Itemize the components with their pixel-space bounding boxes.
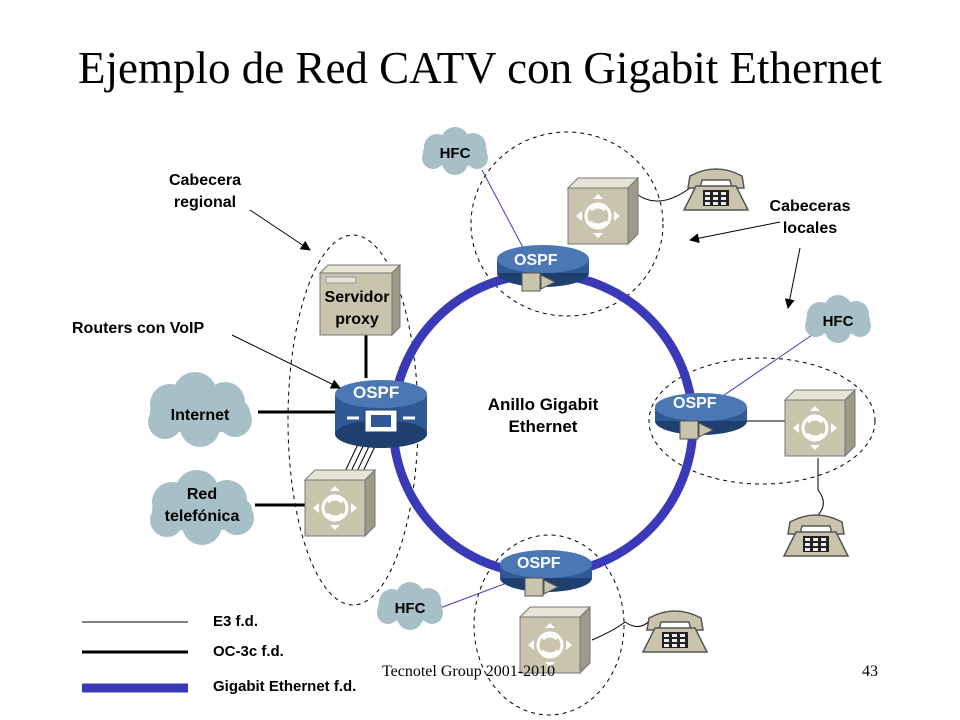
phone-icon-right	[783, 514, 849, 557]
legend-label-oc3: OC-3c f.d.	[213, 643, 284, 660]
phone-cable-bottom	[591, 619, 651, 641]
router-right	[655, 393, 747, 440]
router-label-top: OSPF	[514, 252, 558, 269]
voice-switch-top	[566, 176, 640, 246]
annotation-local: Cabeceras locales	[769, 198, 851, 237]
page-title: Ejemplo de Red CATV con Gigabit Ethernet	[77, 43, 882, 93]
router-label-regional: OSPF	[353, 383, 399, 402]
footer-company: Tecnotel Group 2001-2010	[382, 663, 556, 680]
server-label: Servidor proxy	[324, 289, 390, 328]
phone-icon-bottom	[642, 610, 708, 653]
hfc-label-right: HFC	[823, 313, 854, 330]
router-label-bottom: OSPF	[517, 555, 561, 572]
phone-icon-top	[683, 168, 749, 211]
internet-label: Internet	[171, 407, 230, 424]
hfc-label-top: HFC	[440, 145, 471, 162]
voice-switch-right	[783, 388, 857, 458]
annotation-regional: Cabecera regional	[168, 172, 242, 211]
local-headend-boundary-right	[648, 357, 876, 485]
ring-label: Anillo Gigabit Ethernet	[487, 395, 599, 436]
router-bottom	[500, 550, 592, 597]
legend-label-gigabit: Gigabit Ethernet f.d.	[213, 678, 357, 695]
arrow-voip	[231, 334, 341, 389]
arrow-local-top	[689, 221, 781, 244]
red-telefonica-label: Red telefónica	[164, 486, 240, 525]
voice-switch-regional	[303, 468, 377, 538]
local-headend-boundary-bottom	[473, 534, 625, 716]
hfc-label-bottom: HFC	[395, 600, 426, 617]
page-number: 43	[862, 663, 878, 680]
phone-cable-top	[637, 187, 691, 202]
phone-cable-right	[814, 458, 824, 519]
router-top	[497, 245, 589, 292]
local-headend-boundary-top	[470, 131, 664, 317]
voip-router-regional	[335, 380, 427, 448]
router-label-right: OSPF	[673, 395, 717, 412]
arrow-local-right	[784, 247, 801, 309]
annotation-voip-routers: Routers con VoIP	[72, 320, 205, 337]
legend-label-e3: E3 f.d.	[213, 613, 259, 630]
proxy-server	[318, 263, 402, 337]
hfc-link-top	[481, 169, 529, 258]
arrow-regional	[249, 209, 311, 251]
